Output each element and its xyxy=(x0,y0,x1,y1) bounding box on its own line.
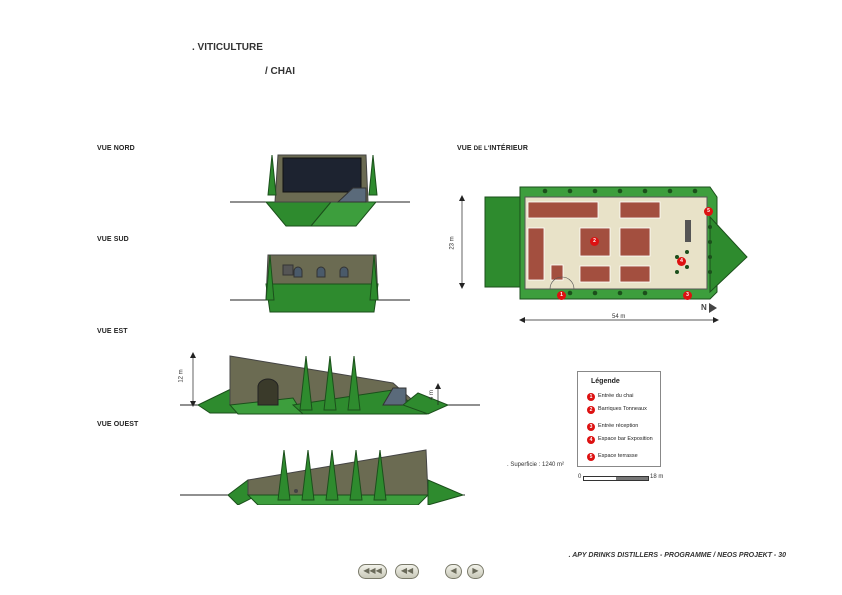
nav-first-button[interactable]: ◀◀◀ xyxy=(358,564,387,579)
superficie: . Superficie : 1240 m² xyxy=(507,462,565,468)
legend-text: Entrée du chai xyxy=(598,393,634,399)
nav-prev-section-button[interactable]: ◀◀ xyxy=(395,564,419,579)
scale-end: 18 m xyxy=(650,474,664,480)
scale-bar xyxy=(583,476,649,481)
scale-start: 0 xyxy=(578,474,582,480)
nav-next-button[interactable]: ▶ xyxy=(467,564,484,579)
label-vue-est: VUE EST xyxy=(97,328,128,335)
elevation-est xyxy=(180,352,480,415)
label-vue-ouest: VUE OUEST xyxy=(97,421,139,428)
elevation-sud xyxy=(230,254,410,313)
north-label: N xyxy=(701,303,707,312)
plan-marker-5: 5 xyxy=(704,207,713,216)
plan-marker-1: 1 xyxy=(557,291,566,300)
plan-marker-3: 3 xyxy=(683,291,692,300)
dimension-23m: 23 m xyxy=(449,236,456,250)
nav-prev-button[interactable]: ◀ xyxy=(445,564,462,579)
dimension-12m: 12 m xyxy=(178,369,185,383)
elevation-ouest xyxy=(180,449,465,505)
legend-text: Entrée réception xyxy=(598,423,639,429)
section-title: . VITICULTURE xyxy=(192,42,263,53)
label-vue-sud: VUE SUD xyxy=(97,236,129,243)
legend-number: 2 xyxy=(587,406,595,414)
label-vue-nord: VUE NORD xyxy=(97,145,135,152)
legend-text: Espace bar Exposition xyxy=(598,436,653,442)
plan-marker-4: 4 xyxy=(677,257,686,266)
dimension-4m: 4 m xyxy=(429,389,436,401)
legend-number: 1 xyxy=(587,393,595,401)
dimension-54m: 54 m xyxy=(612,314,626,320)
legend-text: Espace terrasse xyxy=(598,453,638,459)
footer-text: . APY DRINKS DISTILLERS - PROGRAMME / NE… xyxy=(568,552,786,559)
legend-number: 4 xyxy=(587,436,595,444)
floor-plan xyxy=(459,186,748,323)
legend-number: 5 xyxy=(587,453,595,461)
label-vue-interieur-prefix: VUE xyxy=(457,145,472,152)
label-vue-interieur-suffix: INTÉRIEUR xyxy=(489,145,528,152)
legend-text: Barriques Tonneaux xyxy=(598,406,647,412)
subsection-title: / CHAI xyxy=(265,66,295,77)
label-vue-interieur-de: DE L' xyxy=(473,146,490,152)
elevation-nord xyxy=(230,154,410,227)
plan-marker-2: 2 xyxy=(590,237,599,246)
label-vue-interieur: VUE DE L'INTÉRIEUR xyxy=(457,145,528,152)
legend-number: 3 xyxy=(587,423,595,431)
legend-title: Légende xyxy=(591,378,620,385)
